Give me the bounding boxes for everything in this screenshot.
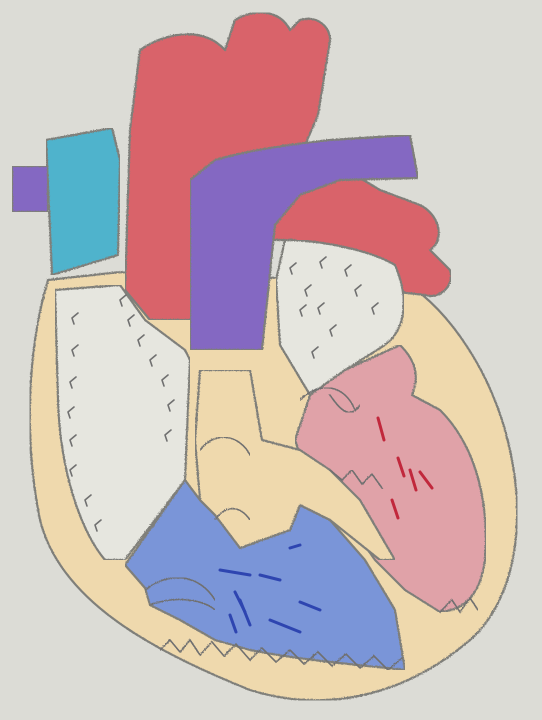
superior-vena-cava: [46, 128, 120, 275]
vena-cava-branch: [12, 166, 48, 212]
